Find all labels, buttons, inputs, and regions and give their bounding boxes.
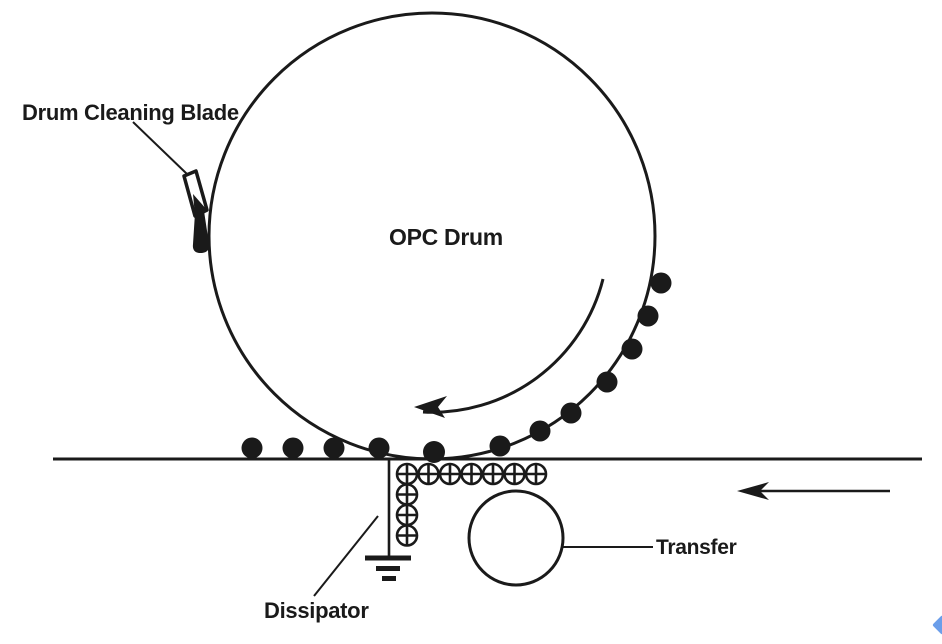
toner-dot	[637, 305, 659, 327]
positive-charge-icon	[417, 462, 440, 486]
positive-charge-icon	[503, 462, 526, 486]
positive-charge-icon	[395, 503, 419, 527]
positive-charges-row	[395, 462, 548, 486]
positive-charge-icon	[395, 462, 419, 486]
toner-dots-on-drum	[489, 272, 672, 457]
positive-charge-icon	[524, 462, 548, 486]
toner-dot	[282, 437, 304, 459]
toner-dot	[529, 420, 551, 442]
positive-charge-icon	[481, 462, 505, 486]
toner-dot	[650, 272, 672, 294]
toner-dot	[560, 402, 582, 424]
opc-drum-label: OPC Drum	[389, 224, 503, 250]
toner-dots-on-paper	[241, 437, 445, 463]
drum-cleaning-blade-label: Drum Cleaning Blade	[22, 100, 239, 125]
positive-charge-icon	[438, 462, 462, 486]
toner-dot	[241, 437, 263, 459]
paper-direction-arrow-icon	[737, 482, 890, 500]
ground-icon	[365, 460, 411, 581]
dissipator-label: Dissipator	[264, 598, 369, 623]
toner-dot	[596, 371, 618, 393]
transfer-label: Transfer	[656, 536, 737, 559]
dissipator-leader-line	[313, 515, 379, 597]
positive-charge-icon	[395, 483, 419, 506]
toner-dot	[621, 338, 643, 360]
toner-dot	[489, 435, 511, 457]
positive-charge-icon	[460, 462, 483, 486]
positive-charge-icon	[395, 524, 419, 547]
drum-rotation-arrow-icon	[414, 278, 605, 418]
toner-dot	[368, 437, 390, 459]
drum-cleaning-blade-icon	[182, 169, 210, 253]
toner-dot	[323, 437, 345, 459]
transfer-roller-circle	[467, 489, 565, 587]
toner-dot	[423, 441, 445, 463]
positive-charges-column	[395, 483, 419, 547]
blade-leader-line	[132, 121, 188, 175]
